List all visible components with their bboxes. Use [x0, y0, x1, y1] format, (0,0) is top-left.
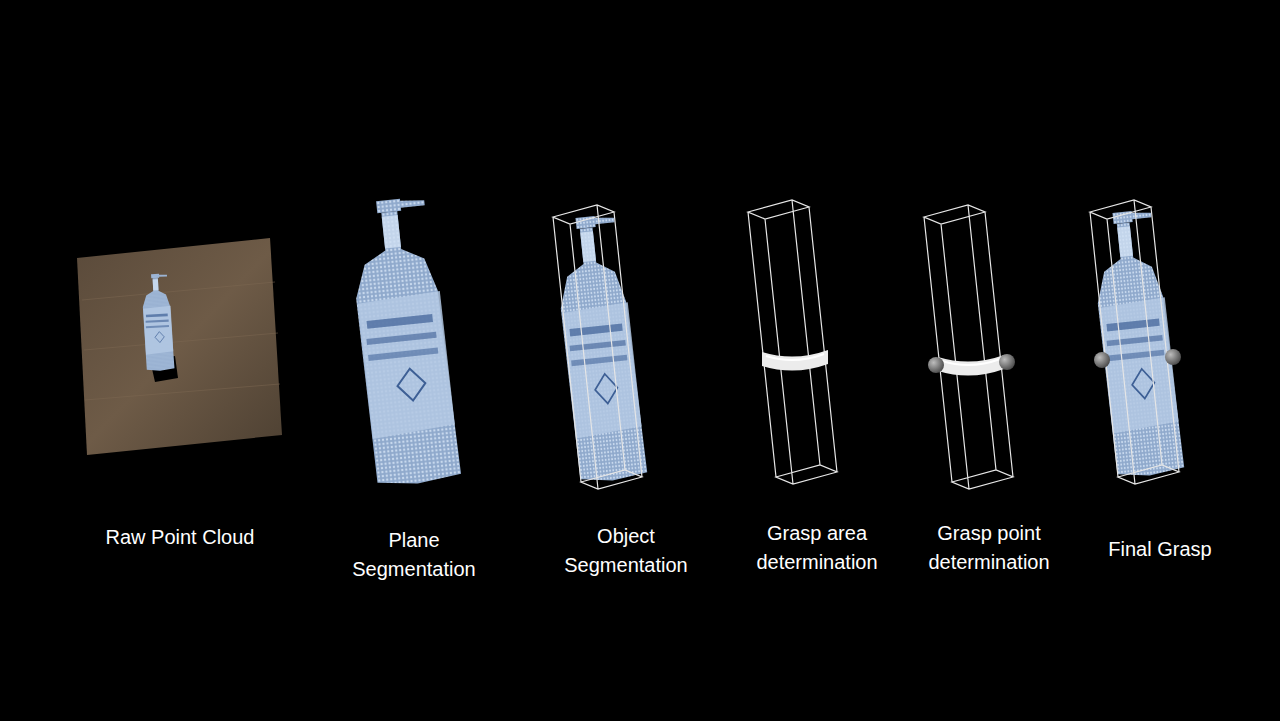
final-grasp — [1089, 200, 1185, 484]
object-segmentation — [552, 205, 648, 489]
grasp-area — [748, 200, 837, 484]
step-caption: Raw Point Cloud — [70, 523, 290, 552]
caption-slot: Plane Segmentation — [339, 526, 489, 584]
caption-slot: Raw Point Cloud — [70, 523, 290, 552]
plane-segmentation — [346, 195, 461, 487]
caption-slot: Object Segmentation — [551, 522, 701, 580]
caption-slot: Final Grasp — [1085, 535, 1235, 564]
raw-point-cloud — [77, 238, 282, 455]
step-caption: Final Grasp — [1085, 535, 1235, 564]
step-caption: Grasp area determination — [740, 519, 895, 577]
caption-slot: Grasp area determination — [740, 519, 895, 577]
step-caption: Object Segmentation — [551, 522, 701, 580]
caption-slot: Grasp point determination — [912, 519, 1067, 577]
step-caption: Plane Segmentation — [339, 526, 489, 584]
step-caption: Grasp point determination — [912, 519, 1067, 577]
grasp-points — [924, 205, 1015, 489]
